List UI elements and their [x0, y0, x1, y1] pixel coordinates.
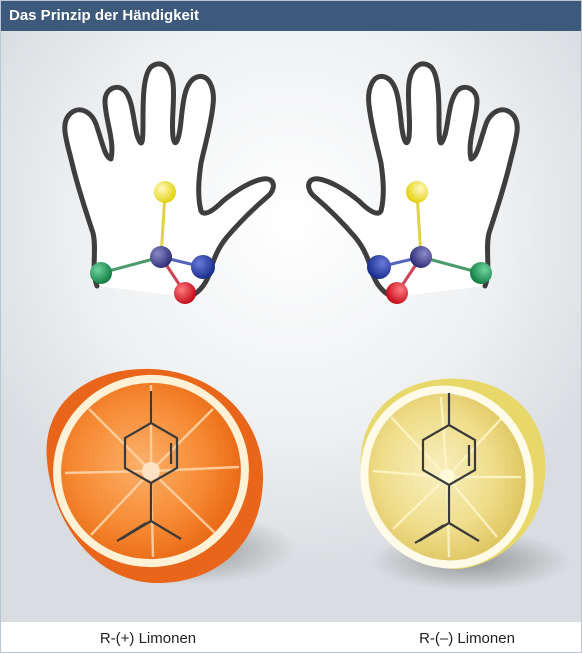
- figure-title: Das Prinzip der Händigkeit: [9, 7, 199, 25]
- atom-center: [150, 246, 172, 268]
- caption-r-plus-limonene: R-(+) Limonen: [48, 630, 248, 648]
- illustration-panel: [1, 31, 581, 622]
- atom-red: [174, 282, 196, 304]
- caption-r-minus-limonene: R-(–) Limonen: [367, 630, 567, 648]
- atom-blue: [191, 255, 215, 279]
- chirality-illustration: [1, 31, 581, 622]
- atom-green: [90, 262, 112, 284]
- atom-yellow: [154, 181, 176, 203]
- title-bar: Das Prinzip der Händigkeit: [1, 1, 581, 31]
